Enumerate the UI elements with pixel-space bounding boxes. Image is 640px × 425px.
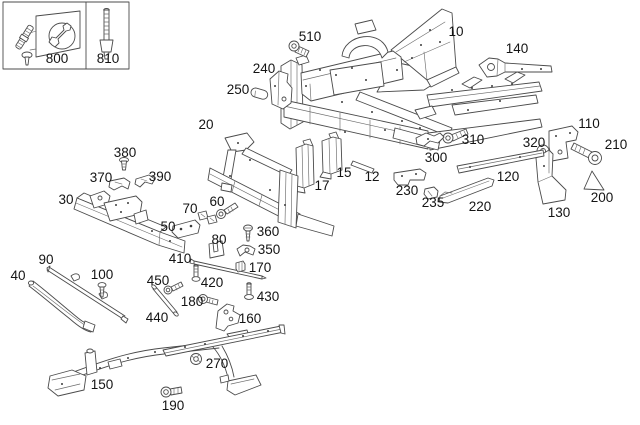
part-label-150[interactable]: 150 (91, 377, 114, 392)
part-label-310[interactable]: 310 (462, 132, 485, 147)
part-label-70[interactable]: 70 (182, 201, 197, 216)
part-370-clip (108, 177, 131, 191)
part-label-450[interactable]: 450 (147, 273, 170, 288)
part-label-140[interactable]: 140 (506, 41, 529, 56)
part-20-carrier (207, 132, 335, 237)
part-130-bracket (535, 149, 567, 205)
part-label-320[interactable]: 320 (523, 135, 546, 150)
part-70-clips (197, 210, 218, 225)
part-10-frame (280, 8, 543, 151)
legend-label-810[interactable]: 810 (97, 51, 120, 66)
part-220-sill (438, 177, 495, 204)
part-40-strip (27, 280, 96, 333)
part-label-80[interactable]: 80 (211, 232, 226, 247)
part-label-30[interactable]: 30 (58, 192, 73, 207)
part-170-block (235, 260, 246, 273)
part-label-440[interactable]: 440 (146, 310, 169, 325)
part-200-wedge (583, 170, 605, 191)
part-label-20[interactable]: 20 (198, 117, 213, 132)
part-label-10[interactable]: 10 (448, 24, 463, 39)
part-12-strip (350, 160, 375, 174)
part-210-screw (570, 142, 602, 165)
part-450-screw (163, 281, 184, 295)
part-label-350[interactable]: 350 (258, 242, 281, 257)
part-180-screw (198, 294, 219, 306)
part-label-170[interactable]: 170 (249, 260, 272, 275)
part-label-370[interactable]: 370 (90, 170, 113, 185)
legend-box (2, 1, 130, 70)
part-label-210[interactable]: 210 (605, 137, 628, 152)
part-label-17[interactable]: 17 (314, 178, 329, 193)
part-15-pillar (319, 131, 343, 180)
legend-label-800[interactable]: 800 (46, 51, 69, 66)
part-label-250[interactable]: 250 (227, 82, 250, 97)
part-60-bolt (216, 202, 239, 219)
part-360-screw (243, 224, 253, 242)
part-label-190[interactable]: 190 (162, 398, 185, 413)
part-150-assembly (47, 324, 286, 397)
part-90-rail (46, 265, 129, 324)
part-label-235[interactable]: 235 (422, 195, 445, 210)
part-190-bolt (160, 386, 183, 398)
part-300-bracket (415, 132, 445, 147)
part-240-bracket (269, 70, 293, 110)
part-label-110[interactable]: 110 (578, 116, 600, 131)
part-label-380[interactable]: 380 (114, 145, 137, 160)
part-label-300[interactable]: 300 (425, 150, 448, 165)
part-label-420[interactable]: 420 (201, 275, 224, 290)
part-410-rod (189, 258, 267, 280)
part-430-pin (244, 282, 254, 300)
part-80-clip (208, 240, 225, 259)
part-420-pin (191, 264, 201, 282)
part-120-strip (456, 149, 545, 174)
stud-bolt-and-wrench-icon (15, 10, 81, 66)
part-440-rod (151, 284, 179, 317)
part-label-130[interactable]: 130 (548, 205, 571, 220)
part-230-plate (393, 168, 427, 186)
part-label-160[interactable]: 160 (239, 311, 262, 326)
part-label-12[interactable]: 12 (364, 169, 379, 184)
part-50-plate (171, 219, 201, 239)
part-100-screw (97, 282, 107, 298)
part-label-360[interactable]: 360 (257, 224, 280, 239)
part-350-clamp (236, 244, 256, 257)
part-label-120[interactable]: 120 (497, 169, 520, 184)
part-30-beam (73, 190, 186, 254)
part-label-510[interactable]: 510 (299, 29, 322, 44)
part-label-60[interactable]: 60 (209, 194, 224, 209)
part-160-bracket (215, 303, 241, 332)
blind-rivet-icon (99, 8, 114, 60)
part-label-220[interactable]: 220 (469, 199, 492, 214)
part-label-410[interactable]: 410 (169, 251, 192, 266)
part-235-clip (423, 186, 439, 200)
part-label-430[interactable]: 430 (257, 289, 280, 304)
part-label-230[interactable]: 230 (396, 183, 419, 198)
part-label-180[interactable]: 180 (181, 294, 204, 309)
part-510-bolt (288, 40, 310, 58)
part-label-390[interactable]: 390 (149, 169, 172, 184)
part-label-90[interactable]: 90 (38, 252, 53, 267)
part-label-200[interactable]: 200 (591, 190, 614, 205)
part-label-50[interactable]: 50 (160, 219, 175, 234)
part-label-100[interactable]: 100 (91, 267, 114, 282)
part-label-240[interactable]: 240 (253, 61, 276, 76)
part-label-40[interactable]: 40 (10, 268, 25, 283)
part-250-sleeve (250, 87, 269, 100)
part-380-rivet (119, 157, 129, 171)
part-390-clip (134, 174, 156, 188)
part-270-grommet (190, 353, 202, 365)
part-label-15[interactable]: 15 (336, 165, 351, 180)
part-label-270[interactable]: 270 (206, 356, 229, 371)
part-140-bracket (478, 57, 553, 78)
